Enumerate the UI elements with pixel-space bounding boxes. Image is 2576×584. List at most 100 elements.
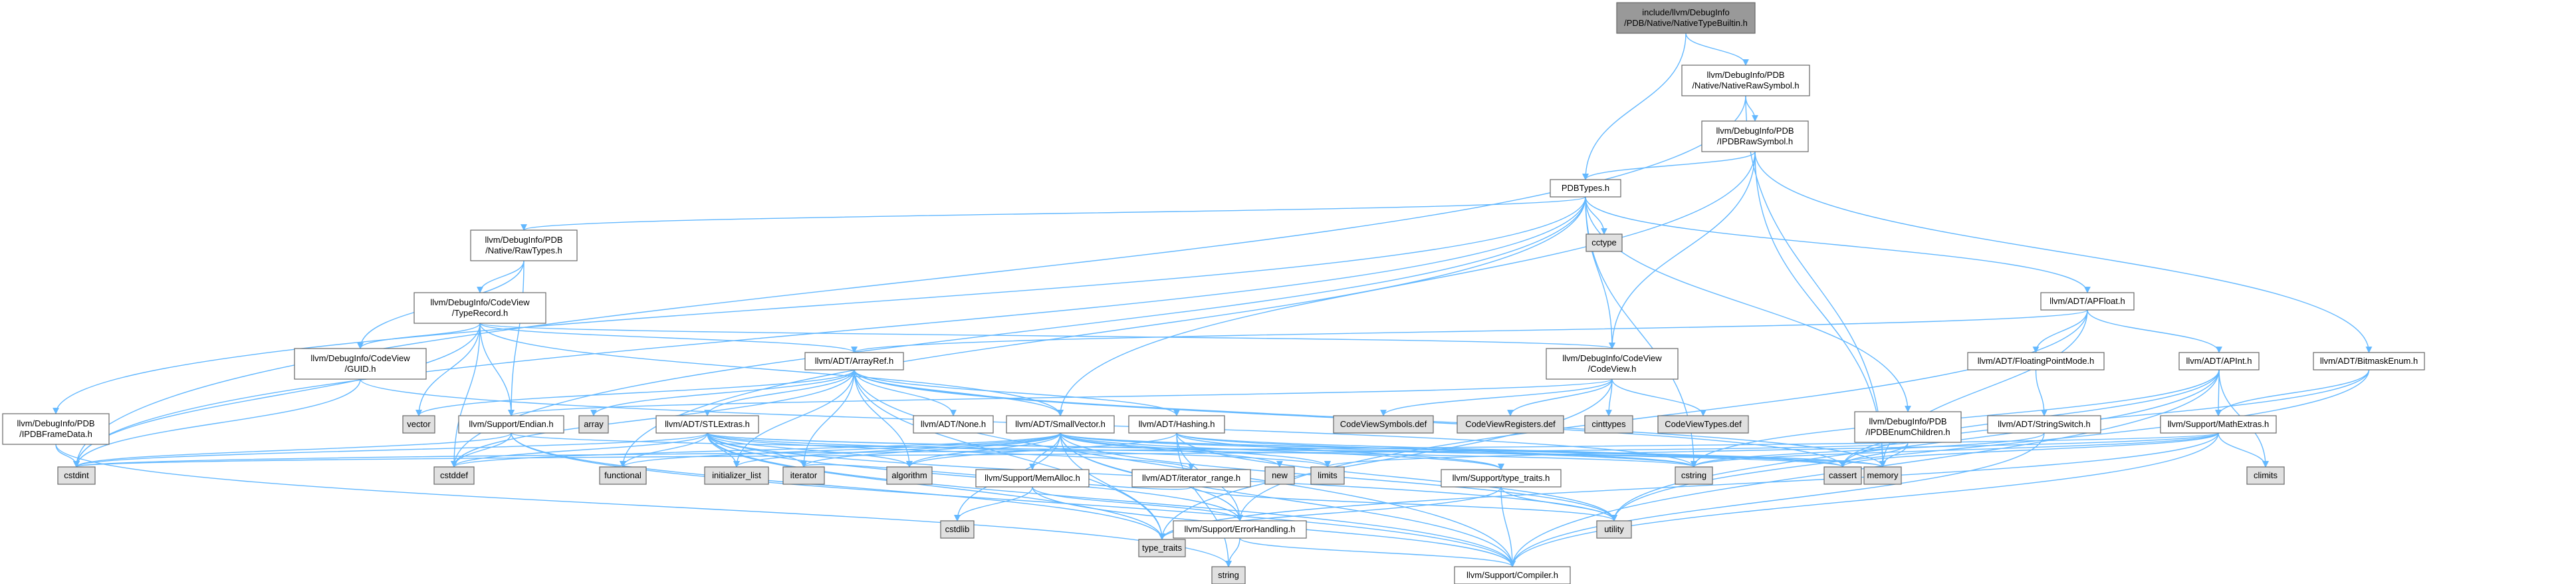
edge-array-ref-to-small-vector: [854, 369, 1064, 416]
edge-stl-extras-to-cstddef: [451, 432, 708, 468]
node-box: [1675, 466, 1713, 485]
edge-math-extras-to-cassert: [1839, 432, 2219, 468]
edge-stl-extras-to-type-traits: [707, 432, 1165, 540]
edge-iterator-range-to-utility: [1191, 486, 1617, 521]
node-box: [1441, 469, 1562, 488]
node-label: llvm/ADT/FloatingPointMode.h: [1978, 356, 2095, 366]
node-box: [413, 292, 546, 324]
edge-array-ref-to-array: [590, 369, 855, 416]
edge-stl-extras-to-cstdint: [73, 432, 708, 468]
node-box: [704, 466, 769, 485]
edge-hashing-to-cassert: [1176, 432, 1846, 468]
node-box: [2040, 292, 2135, 311]
node-compiler[interactable]: llvm/Support/Compiler.h: [1454, 566, 1571, 584]
edge-array-ref-to-type-traits: [854, 369, 1165, 540]
node-label: /Native/RawTypes.h: [485, 245, 562, 255]
node-box: [1310, 466, 1345, 485]
node-type-traits: type_traits: [1138, 539, 1186, 557]
nodes-layer: include/llvm/DebugInfo/PDB/Native/Native…: [2, 2, 2425, 584]
node-box: [2178, 352, 2260, 370]
edge-small-vector-to-limits: [1060, 432, 1331, 468]
node-pdb-types[interactable]: PDBTypes.h: [1550, 179, 1621, 198]
edge-array-ref-to-cstddef: [451, 369, 855, 468]
edge-hashing-to-string: [1176, 432, 1232, 567]
edge-type-record-to-endian: [479, 323, 515, 416]
node-guid[interactable]: llvm/DebugInfo/CodeView/GUID.h: [294, 348, 427, 380]
node-root[interactable]: include/llvm/DebugInfo/PDB/Native/Native…: [1616, 2, 1756, 34]
edge-array-ref-to-none: [854, 369, 957, 416]
edge-math-extras-to-compiler: [1509, 432, 2219, 567]
edge-ipdb-enum-children-to-cstdint: [74, 442, 1909, 468]
node-raw-types[interactable]: llvm/DebugInfo/PDB/Native/RawTypes.h: [470, 229, 578, 261]
node-math-extras[interactable]: llvm/Support/MathExtras.h: [2160, 415, 2277, 434]
node-box: [1546, 348, 1679, 380]
node-box: [940, 520, 975, 539]
edge-small-vector-to-memory: [1060, 432, 1886, 468]
node-apint[interactable]: llvm/ADT/APInt.h: [2178, 352, 2260, 370]
node-array-ref[interactable]: llvm/ADT/ArrayRef.h: [804, 352, 904, 370]
node-stl-extras[interactable]: llvm/ADT/STLExtras.h: [655, 415, 759, 434]
node-box: [1681, 65, 1810, 96]
node-box: [1585, 233, 1623, 252]
edge-guid-to-cstdint: [73, 378, 361, 468]
node-box: [1211, 566, 1246, 584]
edge-pdb-types-to-cstdint: [73, 196, 1586, 468]
node-cctype: cctype: [1585, 233, 1623, 252]
node-label: llvm/ADT/BitmaskEnum.h: [2320, 356, 2418, 366]
edge-string-switch-to-compiler: [1509, 432, 2045, 567]
node-label: cinttypes: [1591, 419, 1626, 429]
node-label: llvm/ADT/SmallVector.h: [1015, 419, 1106, 429]
node-cassert: cassert: [1823, 466, 1862, 485]
node-functional: functional: [599, 466, 647, 485]
node-support-type-traits[interactable]: llvm/Support/type_traits.h: [1441, 469, 1562, 488]
edge-stl-extras-to-algorithm: [707, 432, 913, 468]
edge-type-record-to-cstdint: [73, 323, 481, 468]
node-box: [1584, 415, 1633, 434]
edge-endian-to-cstring: [511, 432, 1697, 468]
node-label: /IPDBRawSymbol.h: [1717, 136, 1793, 146]
edge-pdb-types-to-functional: [620, 196, 1586, 468]
node-native-raw-symbol[interactable]: llvm/DebugInfo/PDB/Native/NativeRawSymbo…: [1681, 65, 1810, 96]
node-label: iterator: [790, 470, 818, 480]
edge-type-record-to-vector: [415, 323, 481, 416]
node-small-vector[interactable]: llvm/ADT/SmallVector.h: [1006, 415, 1115, 434]
node-ipdb-raw-symbol[interactable]: llvm/DebugInfo/PDB/IPDBRawSymbol.h: [1701, 120, 1809, 152]
node-label: cstring: [1681, 470, 1706, 480]
node-label: CodeViewTypes.def: [1665, 419, 1742, 429]
node-label: /IPDBFrameData.h: [19, 429, 92, 439]
edge-small-vector-to-cstring: [1060, 432, 1697, 468]
node-apfloat[interactable]: llvm/ADT/APFloat.h: [2040, 292, 2135, 311]
node-label: cstdint: [64, 470, 89, 480]
edge-code-view-to-cv-registers: [1507, 378, 1613, 416]
node-label: array: [584, 419, 604, 429]
node-algorithm: algorithm: [886, 466, 933, 485]
node-memory: memory: [1863, 466, 1902, 485]
node-vector: vector: [402, 415, 435, 434]
node-box: [2246, 466, 2285, 485]
node-none[interactable]: llvm/ADT/None.h: [913, 415, 994, 434]
node-ipdb-enum-children[interactable]: llvm/DebugInfo/PDB/IPDBEnumChildren.h: [1854, 411, 1962, 443]
node-cv-types: CodeViewTypes.def: [1657, 415, 1749, 434]
edge-apfloat-to-floating-point-mode: [2032, 309, 2088, 353]
edge-bitmask-enum-to-math-extras: [2215, 369, 2370, 416]
node-type-record[interactable]: llvm/DebugInfo/CodeView/TypeRecord.h: [413, 292, 546, 324]
node-string-switch[interactable]: llvm/ADT/StringSwitch.h: [1987, 415, 2101, 434]
edge-array-ref-to-algorithm: [854, 369, 913, 468]
node-box: [2160, 415, 2277, 434]
node-ipdb-frame-data[interactable]: llvm/DebugInfo/PDB/IPDBFrameData.h: [2, 413, 110, 445]
node-bitmask-enum[interactable]: llvm/ADT/BitmaskEnum.h: [2313, 352, 2425, 370]
node-box: [433, 466, 475, 485]
node-error-handling[interactable]: llvm/Support/ErrorHandling.h: [1173, 520, 1307, 539]
node-limits: limits: [1310, 466, 1345, 485]
node-code-view[interactable]: llvm/DebugInfo/CodeView/CodeView.h: [1546, 348, 1679, 380]
node-iterator-range[interactable]: llvm/ADT/iterator_range.h: [1131, 469, 1251, 488]
edge-array-ref-to-stl-extras: [704, 369, 855, 416]
node-endian[interactable]: llvm/Support/Endian.h: [458, 415, 564, 434]
node-hashing[interactable]: llvm/ADT/Hashing.h: [1128, 415, 1225, 434]
edge-math-extras-to-cstring: [1691, 432, 2219, 468]
edge-native-raw-symbol-to-memory: [1745, 95, 1886, 468]
node-mem-alloc[interactable]: llvm/Support/MemAlloc.h: [975, 469, 1090, 488]
node-label: cctype: [1591, 237, 1617, 247]
node-label: llvm/ADT/STLExtras.h: [665, 419, 750, 429]
node-floating-point-mode[interactable]: llvm/ADT/FloatingPointMode.h: [1967, 352, 2105, 370]
